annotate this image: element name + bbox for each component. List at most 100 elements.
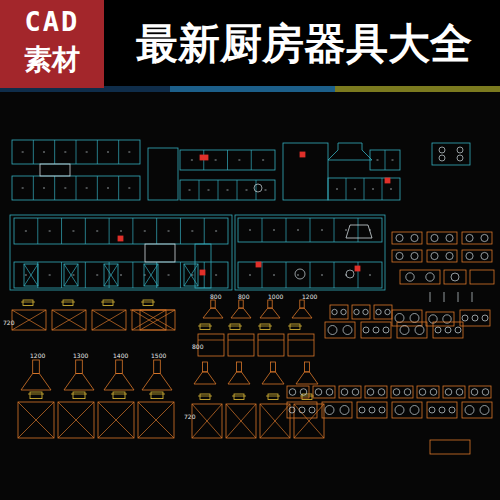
cooktop [392,402,422,418]
handle [72,231,74,232]
cabinet-divider [33,140,34,164]
handle [128,152,130,153]
pot-handle [288,326,302,327]
cooktop [392,232,422,244]
cooktop [427,250,457,262]
cabinet-divider [109,218,110,244]
cooktop [361,322,391,338]
burner [466,252,473,259]
cabinet-divider [218,180,219,200]
cabinet-row [180,150,275,170]
handle [72,275,74,276]
pot [73,392,85,399]
cabinet-divider [334,218,335,242]
burner [378,389,385,396]
door-cross [294,404,324,438]
door-cross [226,404,256,438]
door-cross [92,310,126,330]
utensil [430,292,431,302]
dimension-label: 1200 [302,293,317,300]
dimension-label: 800 [210,293,221,300]
burner [456,389,463,396]
cabinet-row [238,262,382,288]
cooktop [391,386,413,398]
pot [143,300,153,306]
burner [415,326,424,335]
door [294,404,324,438]
door [24,264,38,286]
cabinet-divider [85,218,86,244]
door-cross [12,310,46,330]
pot-handle [101,302,115,303]
cabinet-row [328,178,400,200]
burner [328,326,337,335]
burner [457,147,463,153]
cooktop [287,386,309,398]
hood-chimney [268,300,272,308]
door [192,404,222,438]
handle [120,231,122,232]
elevation-frame [235,215,385,290]
burner [472,315,478,321]
handle [49,231,51,232]
utensil [444,292,445,302]
strip-mid [170,86,335,92]
door [98,402,134,438]
handle [43,152,45,153]
door-cross [92,310,126,330]
pot [63,300,73,306]
door-cross [192,404,222,438]
handle [265,190,267,191]
cooktop [357,402,387,418]
pot [103,300,113,306]
door [92,310,126,330]
pot-handle [21,302,35,303]
handle [191,160,193,161]
burner [480,406,489,415]
pot [30,392,42,399]
door-cross [144,264,158,286]
burner [426,273,434,281]
burner [354,309,359,314]
burner [439,407,445,413]
burner [341,309,346,314]
tall-cabinet [148,148,178,200]
burner [395,314,404,323]
handle [22,188,24,189]
cabinet-divider [76,140,77,164]
strip-olive [335,86,500,92]
cabinet-row [180,180,275,200]
cabinet-divider [262,262,263,288]
red-mark [355,266,360,271]
burner [466,234,473,241]
pot-handle [228,326,242,327]
door [140,310,175,330]
handle [168,231,170,232]
burner [446,252,453,259]
cabinet-divider [54,140,55,164]
handle [49,275,51,276]
hood-outline [194,372,216,384]
door-cross [144,264,158,286]
door-cross [140,310,175,330]
burner [482,389,489,396]
sink [470,270,494,284]
handle [208,190,210,191]
cooktop [417,386,439,398]
burner [439,147,445,153]
handle [168,275,170,276]
hood-outline [328,143,372,160]
burner [396,234,403,241]
burner [369,407,375,413]
burner [299,407,305,413]
handle [107,188,109,189]
burner [396,252,403,259]
burner [352,389,359,396]
door [184,264,198,286]
handle [86,152,88,153]
burner [363,309,368,314]
pot-handle [111,394,127,395]
pot-handle [300,396,314,397]
cabinet-divider [97,176,98,200]
cabinet-divider [118,140,119,164]
